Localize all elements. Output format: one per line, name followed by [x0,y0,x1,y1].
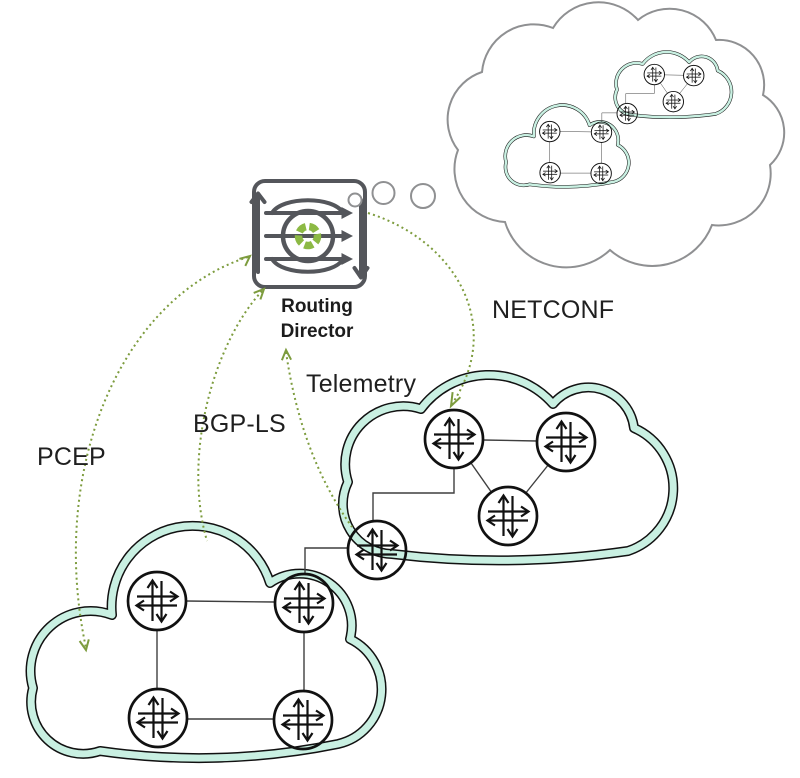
netconf-link [367,212,475,409]
telemetry-link [280,347,353,528]
thought-trail-bubbles [347,181,436,209]
green-wheel-icon [294,222,322,250]
thought-bubble [446,1,786,269]
routing-director-icon [249,179,370,289]
bgp-ls-link [197,287,266,542]
pcep-label: PCEP [37,443,106,471]
bgp-ls-label: BGP-LS [193,410,286,438]
telemetry-label: Telemetry [306,370,417,398]
physical-network [31,375,674,758]
routing-director-label: Routing Director [280,296,354,343]
protocol-links [74,212,475,653]
pcep-link [74,254,252,653]
netconf-label: NETCONF [492,296,615,324]
